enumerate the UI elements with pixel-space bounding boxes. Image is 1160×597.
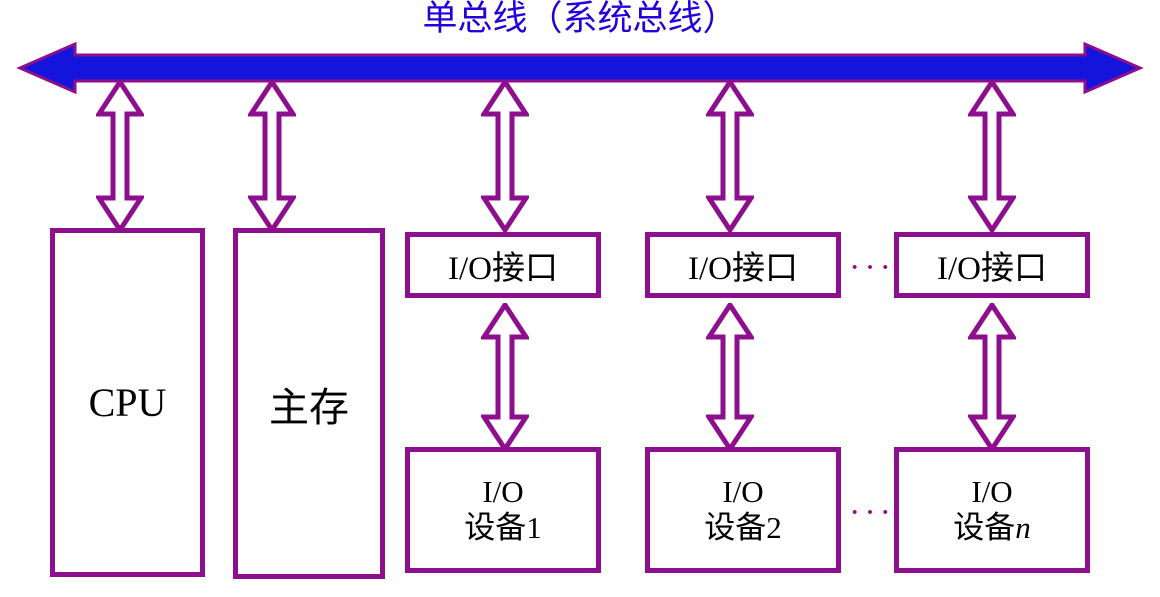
ellipsis-device-row: ···: [849, 494, 895, 531]
bus-to-cpu-arrow: [96, 80, 144, 232]
block-cpu-label: CPU: [88, 380, 167, 425]
block-io-device-1-line2: 设备1: [464, 510, 542, 545]
block-io-device-2[interactable]: I/O 设备2: [645, 447, 841, 573]
block-io-interface-2-label: I/O接口: [688, 251, 798, 287]
block-io-interface-2[interactable]: I/O接口: [645, 232, 841, 298]
block-io-interface-n[interactable]: I/O接口: [894, 232, 1090, 298]
io-interface-n-to-device-n-arrow: [968, 303, 1016, 451]
system-bus-arrow: [16, 41, 1144, 95]
ellipsis-interface-row: ···: [849, 249, 895, 286]
block-io-interface-n-label: I/O接口: [937, 251, 1047, 287]
bus-to-io-interface-1-arrow: [481, 80, 529, 232]
block-main-memory[interactable]: 主存: [233, 228, 385, 579]
block-io-device-2-line2: 设备2: [704, 510, 782, 545]
block-main-memory-label: 主存: [269, 384, 349, 430]
block-io-device-2-line1: I/O: [722, 474, 764, 509]
diagram-title: 单总线（系统总线）: [422, 0, 738, 38]
bus-to-io-interface-2-arrow: [706, 80, 754, 232]
block-io-interface-1-label: I/O接口: [448, 251, 558, 287]
block-io-interface-1[interactable]: I/O接口: [405, 232, 601, 298]
bus-to-io-interface-n-arrow: [968, 80, 1016, 232]
block-io-device-n-line1: I/O: [971, 474, 1013, 509]
io-interface-1-to-device-1-arrow: [481, 303, 529, 451]
block-io-device-1[interactable]: I/O 设备1: [405, 447, 601, 573]
bus-to-main-memory-arrow: [248, 80, 296, 232]
block-io-device-n-label: 设备: [953, 510, 1016, 545]
block-cpu[interactable]: CPU: [50, 228, 205, 577]
block-io-device-1-line1: I/O: [482, 474, 524, 509]
block-io-device-n[interactable]: I/O 设备n: [894, 447, 1090, 573]
io-interface-2-to-device-2-arrow: [706, 303, 754, 451]
block-io-device-n-line2: 设备n: [953, 510, 1031, 546]
block-io-device-n-index: n: [1015, 510, 1031, 545]
